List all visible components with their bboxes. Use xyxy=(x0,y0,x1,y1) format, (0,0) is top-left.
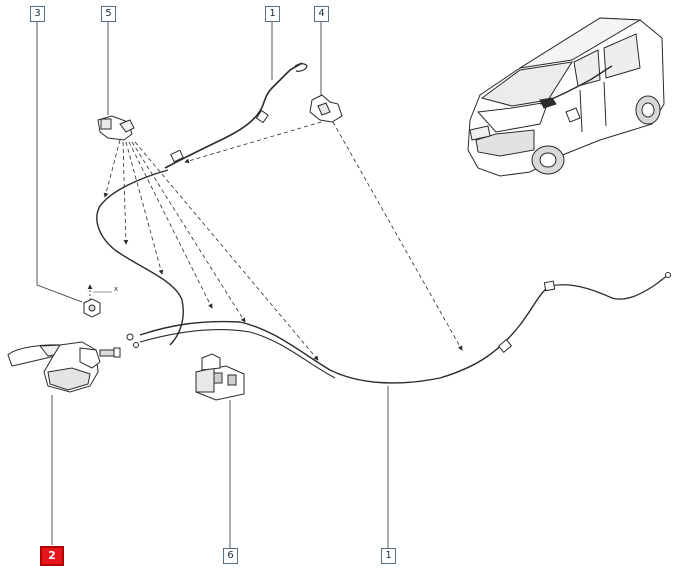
ferrule-right xyxy=(497,339,513,353)
guide-clip xyxy=(100,118,112,130)
bracket-slot-b xyxy=(227,374,237,386)
cable-front-section xyxy=(164,62,303,169)
lever-nut xyxy=(83,298,101,318)
van-mirror xyxy=(565,107,581,123)
callout-2-selected[interactable]: 2 xyxy=(40,546,64,566)
van-hood xyxy=(476,101,549,133)
arrow-5-to-lever-d xyxy=(128,141,213,309)
van-lever-location xyxy=(539,97,557,109)
van-cable-route xyxy=(539,65,613,105)
vehicle-locator-sketch xyxy=(467,17,665,177)
van-side-window-a xyxy=(573,49,601,87)
arrow-5-to-lever-b xyxy=(122,141,129,245)
cable-inner-run xyxy=(139,329,336,379)
guide-tab xyxy=(119,119,135,133)
arrow-4-to-cable-right xyxy=(332,121,463,351)
cable-end-stop-a xyxy=(126,333,134,341)
van-roof xyxy=(519,17,642,69)
callout-3: 3 xyxy=(30,6,45,22)
van-front-wheel-hub xyxy=(539,152,557,168)
arrow-5-to-lever-c xyxy=(125,141,164,275)
torque-mark-label: x xyxy=(114,285,119,293)
callout-1-top: 1 xyxy=(265,6,280,22)
van-headlight xyxy=(469,125,491,141)
primary-cable xyxy=(96,62,669,384)
clip-slot xyxy=(317,102,331,116)
callout-6: 6 xyxy=(223,548,238,564)
lever-mount xyxy=(79,347,101,369)
parking-brake-lever xyxy=(7,341,121,393)
arrow-5-to-lever-e xyxy=(131,141,246,323)
assembly-arrows xyxy=(87,119,463,361)
van-side-window-b xyxy=(603,33,641,79)
cable-ferrules xyxy=(126,109,671,353)
nut-hole xyxy=(88,304,96,312)
cable-main-run xyxy=(139,285,551,384)
lever-shroud xyxy=(47,367,91,391)
cable-left-loop xyxy=(96,169,184,346)
van-door-line xyxy=(579,89,583,133)
van-grille xyxy=(475,129,535,157)
cable-clip xyxy=(309,94,343,123)
van-sliding-door-line xyxy=(603,81,607,127)
cable-rear-run xyxy=(549,274,669,300)
bracket-slot-a xyxy=(213,372,223,384)
cable-end-stop-c xyxy=(665,272,671,278)
cable-front-tip xyxy=(294,63,308,72)
van-rear-wheel-hub xyxy=(641,102,655,118)
ferrule-mid xyxy=(255,109,269,124)
leader-lines xyxy=(36,20,389,548)
cable-support-bracket xyxy=(195,353,245,401)
cable-end-stop-b xyxy=(133,342,139,348)
callout-5: 5 xyxy=(101,6,116,22)
van-windshield xyxy=(480,61,574,107)
arrow-4-to-cable xyxy=(184,119,329,164)
callout-1-bottom: 1 xyxy=(381,548,396,564)
arrow-5-to-cable-f xyxy=(134,141,319,361)
arrow-5-to-lever-a xyxy=(103,139,121,198)
leader-line-3 xyxy=(36,20,83,303)
bracket-face xyxy=(195,367,215,393)
bracket-top-tab xyxy=(201,353,221,371)
ferrule-rear xyxy=(543,280,556,292)
cable-guide-bracket xyxy=(97,115,135,141)
lever-cable-connector xyxy=(99,349,115,357)
callout-4: 4 xyxy=(314,6,329,22)
lever-cable-pin xyxy=(113,347,121,358)
ferrule-front xyxy=(170,149,184,163)
